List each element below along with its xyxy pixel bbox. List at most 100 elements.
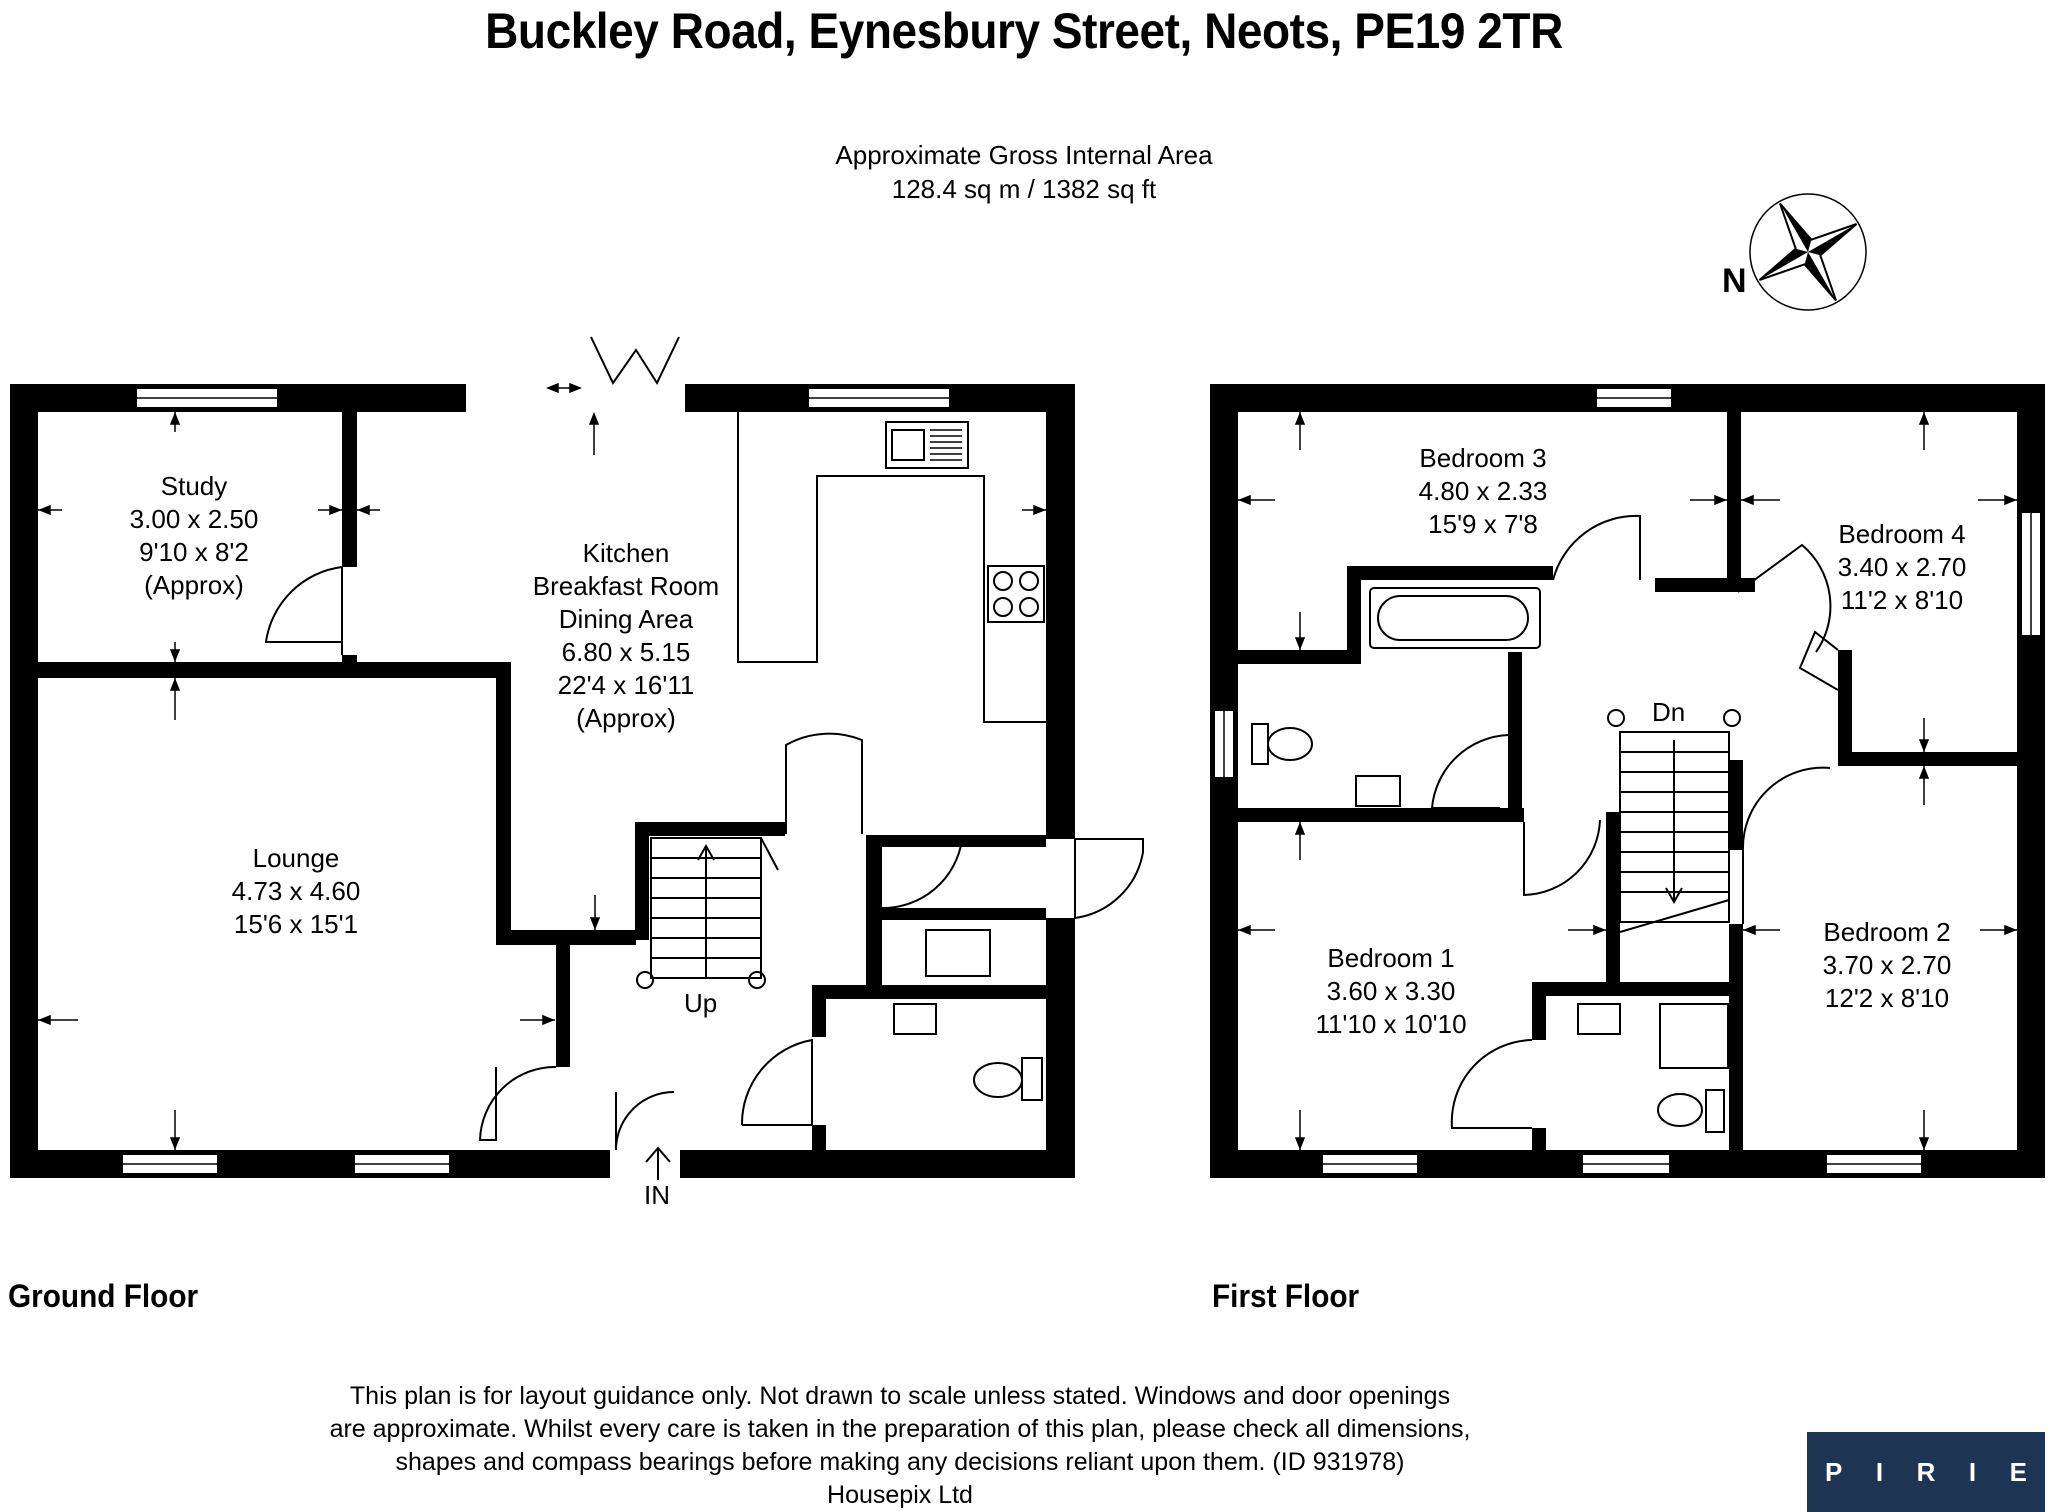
gf-washbasin [893, 1003, 937, 1035]
ff-wall-bed3-bed4 [1727, 412, 1741, 582]
room-metric: 3.00 x 2.50 [129, 504, 259, 534]
room-name: Bedroom 2 [1823, 917, 1951, 947]
logo-letter: I [1875, 1456, 1884, 1487]
ff-wall-stair-right-upper [1729, 760, 1743, 850]
area-value: 128.4 sq m / 1382 sq ft [891, 174, 1157, 204]
room-imperial: 15'6 x 15'1 [233, 909, 359, 939]
door-ensuite [1450, 1039, 1533, 1129]
room-kitchen: Kitchen Breakfast Room Dining Area 6.80 … [533, 537, 719, 735]
ff-wall-left [1210, 384, 1238, 1178]
gf-wall-utility-mid [882, 908, 1046, 920]
disclaimer-line: shapes and compass bearings before makin… [395, 1448, 1405, 1476]
room-bedroom4: Bedroom 4 3.40 x 2.70 11'2 x 8'10 [1838, 518, 1967, 617]
room-imperial: 15'9 x 7'8 [1428, 509, 1538, 539]
bathroom-basin [1355, 775, 1401, 807]
room-name: Lounge [252, 843, 340, 873]
area-label: Approximate Gross Internal Area [835, 140, 1213, 170]
entrance-label: IN [644, 1180, 670, 1210]
room-bedroom1: Bedroom 1 3.60 x 3.30 11'10 x 10'10 [1315, 942, 1466, 1041]
stairs-first [1607, 709, 1741, 933]
room-metric: 4.80 x 2.33 [1418, 476, 1548, 506]
room-imperial: 12'2 x 8'10 [1824, 983, 1950, 1013]
page-title: Buckley Road, Eynesbury Street, Neots, P… [485, 3, 1563, 59]
first-floor-label: First Floor [1212, 1278, 1360, 1314]
compass-north-label: N [1722, 262, 1747, 300]
room-metric: 3.70 x 2.70 [1822, 950, 1952, 980]
room-name: Study [160, 471, 228, 501]
gf-wall-wc-left-lower [812, 1125, 826, 1150]
utility-sink [925, 929, 991, 977]
entrance-arrow [645, 1146, 671, 1180]
room-lounge: Lounge 4.73 x 4.60 15'6 x 15'1 [232, 842, 361, 941]
room-name: Bedroom 3 [1419, 443, 1547, 473]
gf-wall-utility-left [866, 835, 882, 985]
dimension-arrows [37, 382, 2018, 1151]
gf-wall-hall-stub [556, 945, 570, 1067]
gf-wall-bottom-right [680, 1150, 1075, 1178]
ff-wall-bed4-bottom [1838, 752, 2018, 766]
landing-wall-angle [1798, 630, 1839, 691]
shower-tray [1659, 1003, 1729, 1069]
gross-internal-area: Approximate Gross Internal Area 128.4 sq… [0, 138, 2048, 206]
ff-wall-bath-left [1347, 566, 1361, 664]
ff-wall-bath-right [1508, 652, 1522, 822]
door-bedroom3 [1552, 514, 1641, 581]
ff-wall-bed2-left [1729, 924, 1743, 1150]
room-name: Kitchen [582, 538, 670, 568]
pirie-logo: P I R I E [1807, 1432, 2045, 1512]
kitchen-sink [885, 421, 969, 469]
gf-wall-bottom-left [10, 1150, 610, 1178]
ff-wall-right [2017, 384, 2045, 1178]
fittings [737, 412, 1729, 1133]
room-name-2: Breakfast Room [532, 571, 720, 601]
logo-letter: R [1916, 1456, 1936, 1487]
gf-wall-right-lower [1046, 918, 1075, 1178]
door-bedroom4 [1737, 543, 1832, 653]
door-bedroom1 [1523, 819, 1601, 897]
ff-wall-bed1-top [1238, 808, 1524, 822]
door-utility [881, 839, 964, 910]
door-lounge [478, 1065, 557, 1141]
gf-wall-lounge-right [496, 662, 511, 942]
ff-wall-stair-left [1606, 812, 1620, 986]
gf-wall-study-stub [342, 655, 357, 670]
ff-wall-bed3-bottom-left [1238, 650, 1350, 664]
room-name: Bedroom 1 [1327, 943, 1455, 973]
bifold-door [590, 336, 680, 386]
door-utility-external [1074, 838, 1144, 920]
logo-letter: I [1968, 1456, 1977, 1487]
gf-wall-right-upper [1046, 384, 1075, 839]
kitchen-worktop [737, 412, 1046, 723]
gf-toilet [973, 1062, 1023, 1098]
room-name: Bedroom 4 [1838, 519, 1966, 549]
kitchen-hob [987, 565, 1045, 623]
logo-letter: E [2009, 1456, 2027, 1487]
gf-wall-wc-top [812, 985, 1046, 999]
disclaimer-line: are approximate. Whilst every care is ta… [329, 1415, 1471, 1443]
window-midlines [122, 397, 2032, 1165]
ff-wall-ensuite-left-lower [1532, 1128, 1546, 1150]
ff-wall-bed4-left [1838, 650, 1852, 765]
gf-wall-stair-left [635, 822, 649, 940]
room-bedroom3: Bedroom 3 4.80 x 2.33 15'9 x 7'8 [1419, 442, 1548, 541]
door-bedroom2 [1741, 766, 1831, 924]
gf-wall-left [10, 384, 38, 1178]
room-approx: (Approx) [144, 570, 244, 600]
stairs-down-label: Dn [1652, 697, 1686, 727]
gf-wall-wc-left-upper [812, 985, 826, 1037]
gf-wall-study-right [342, 412, 357, 567]
door-front-arc [615, 1091, 675, 1151]
stairs-ground [636, 837, 779, 989]
ensuite-toilet [1657, 1093, 1703, 1127]
stairs-up-label: Up [684, 988, 718, 1018]
room-name-3: Dining Area [558, 604, 694, 634]
ground-floor-label: Ground Floor [8, 1278, 199, 1314]
gf-wall-stair-top [635, 822, 785, 836]
disclaimer-line: Housepix Ltd [827, 1481, 973, 1509]
ff-wall-bath-top [1347, 566, 1553, 580]
door-kitchen-hall [785, 732, 863, 834]
room-bedroom2: Bedroom 2 3.70 x 2.70 12'2 x 8'10 [1823, 916, 1952, 1015]
disclaimer-line: This plan is for layout guidance only. N… [349, 1382, 1451, 1410]
door-study [264, 566, 343, 643]
